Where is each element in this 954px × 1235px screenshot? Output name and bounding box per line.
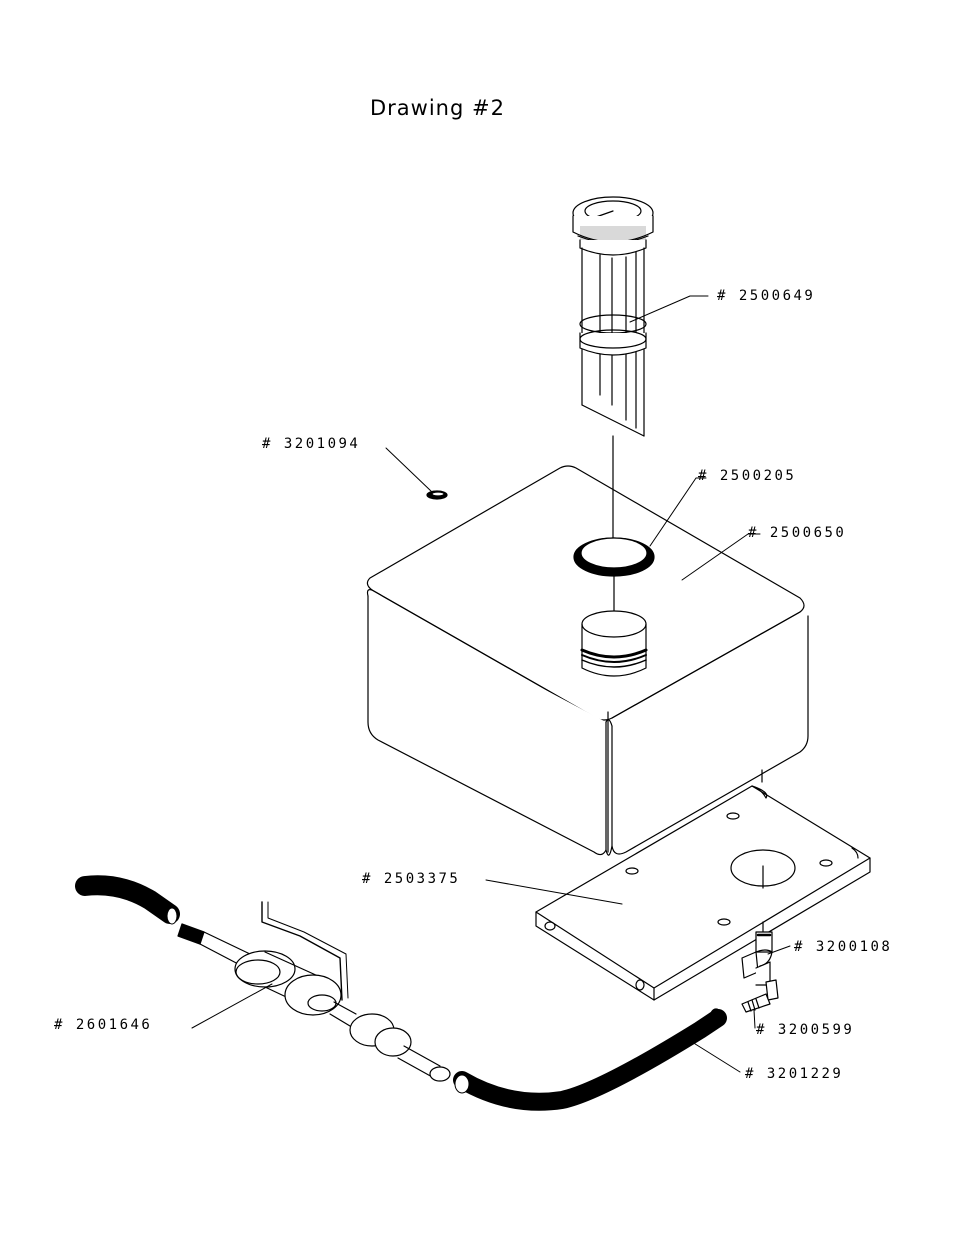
elbow-fitting [741, 979, 779, 1013]
callout-2503375: # 2503375 [362, 871, 461, 887]
mounting-plate [535, 785, 871, 1001]
drawing-title: Drawing #2 [370, 96, 505, 120]
callout-3200599: # 3200599 [756, 1022, 855, 1038]
callout-3201094: # 3201094 [262, 436, 361, 452]
callout-2601646: # 2601646 [54, 1017, 153, 1033]
callout-3200108: # 3200108 [794, 939, 893, 955]
leader-lines [191, 295, 791, 1073]
callout-2500649: # 2500649 [717, 288, 816, 304]
left-hose [75, 875, 180, 925]
fuel-gauge-sender [572, 196, 654, 549]
filler-neck [580, 610, 648, 677]
gasket-ring [573, 537, 655, 613]
small-clip-part [426, 490, 448, 500]
fuel-tank [366, 465, 809, 856]
callout-2500650: # 2500650 [748, 525, 847, 541]
callout-3201229: # 3201229 [745, 1066, 844, 1082]
callout-2500205: # 2500205 [698, 468, 797, 484]
fuel-hose [453, 1008, 727, 1111]
fuel-line-assembly [177, 901, 451, 1082]
shutoff-valve [741, 931, 773, 986]
